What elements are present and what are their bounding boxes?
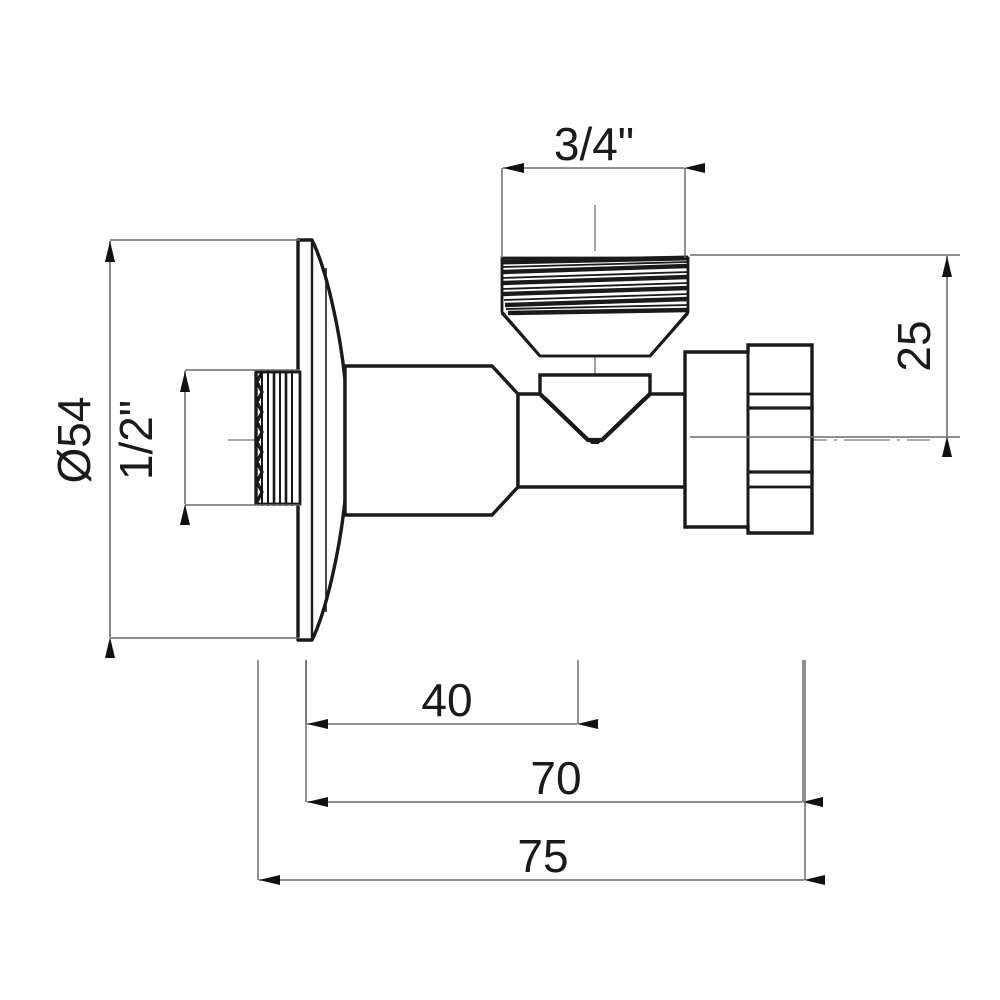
valve-body-riser-cone-inner [545, 397, 645, 444]
valve-body-left-hub [343, 364, 520, 517]
dimension-label-body-length-40: 40 [421, 674, 472, 726]
dimension-labels-group: 1/2"Ø54 3/4" 25 40 70 75 [48, 118, 940, 882]
dimension-inlet-thread [180, 369, 300, 525]
dimension-outlet-height [690, 254, 960, 457]
valve-body-riser-base [538, 373, 652, 394]
dimension-label-overall-length-75: 75 [517, 830, 568, 882]
dimension-overall-length-75 [257, 660, 825, 885]
dimension-label-body-length-70: 70 [530, 752, 581, 804]
dimension-label-inlet-thread: 1/2" [110, 400, 162, 480]
valve-body [343, 364, 687, 517]
dimensions-group [105, 163, 960, 885]
handle-knob [683, 343, 814, 535]
dimension-outlet-thread [501, 163, 705, 258]
dimension-label-flange-diameter: Ø54 [48, 397, 100, 484]
inlet-thread-crests [255, 370, 293, 506]
dimension-label-outlet-thread: 3/4" [554, 118, 634, 170]
outlet-thread-threequarter [500, 255, 690, 358]
dimension-body-length-70 [305, 660, 823, 807]
inlet-thread-half [254, 370, 302, 506]
dimension-label-outlet-height: 25 [888, 320, 940, 371]
dimension-flange-diameter [105, 239, 300, 658]
outlet-thread-crests [501, 255, 689, 316]
outlet-thread-taper [500, 312, 690, 357]
